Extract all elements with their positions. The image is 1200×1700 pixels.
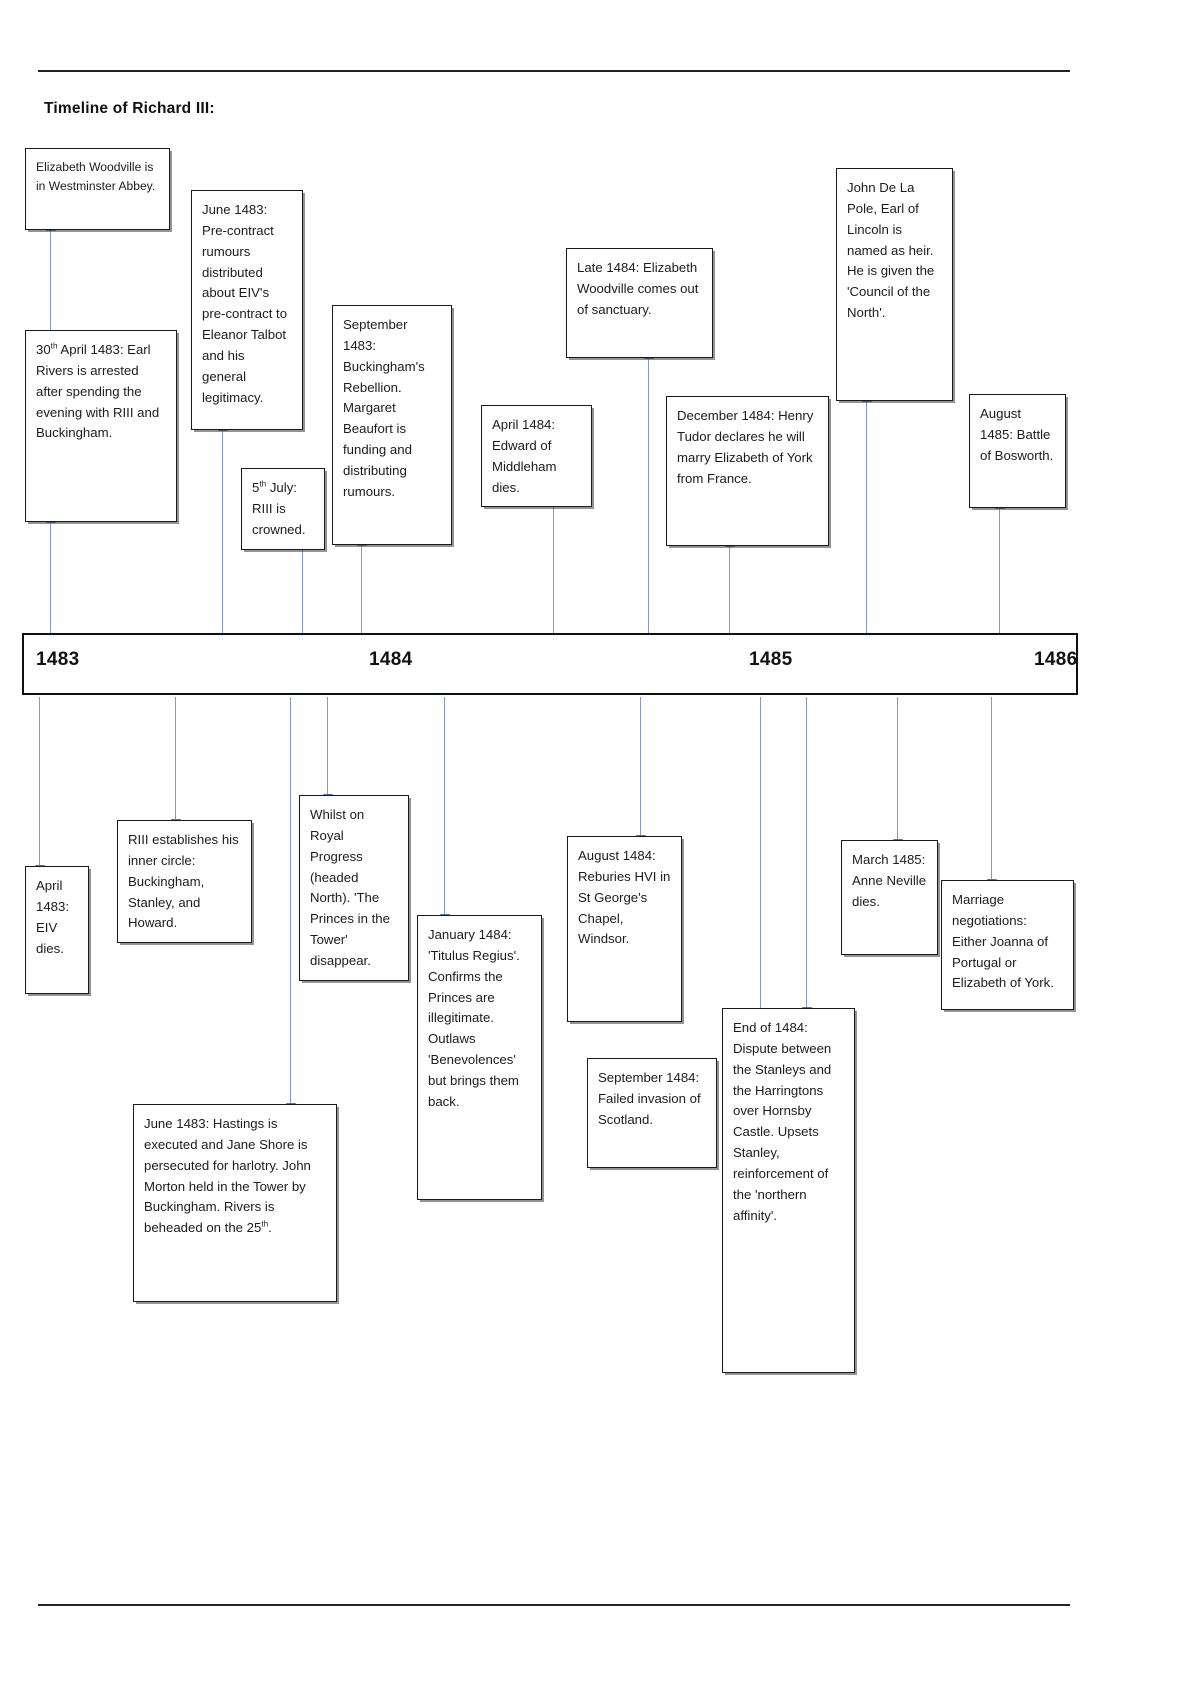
conn-hvi-reburied — [636, 697, 647, 845]
conn-failed-invasion — [756, 697, 767, 1067]
conn-edward-middleham — [549, 496, 560, 634]
conn-titulus-regius — [440, 697, 451, 924]
event-box-eiv-dies: April 1483: EIV dies. — [25, 866, 89, 994]
footer-rule — [38, 1604, 1070, 1606]
axis-year-1485: 1485 — [749, 649, 793, 670]
conn-woodville-sanctuary — [644, 349, 655, 634]
event-box-titulus-regius: January 1484: 'Titulus Regius'. Confirms… — [417, 915, 542, 1200]
conn-marriage-negotiations — [987, 697, 998, 889]
conn-princes-disappear — [323, 697, 334, 804]
conn-hastings — [286, 697, 297, 1113]
event-box-edward-of-middleham-dies: April 1484: Edward of Middleham dies. — [481, 405, 592, 508]
axis-year-1484: 1484 — [369, 649, 413, 670]
conn-pre-contract — [218, 421, 229, 634]
conn-earl-rivers — [46, 513, 57, 634]
axis-year-1486: 1486 — [1034, 649, 1078, 670]
event-box-riii-crowned: 5th July: RIII is crowned. — [241, 468, 325, 550]
conn-stanley-dispute — [802, 697, 813, 1017]
conn-john-de-la-pole — [862, 392, 873, 634]
conn-anne-neville — [893, 697, 904, 849]
page-title: Timeline of Richard III: — [44, 100, 215, 117]
conn-bosworth — [995, 499, 1006, 634]
event-box-battle-of-bosworth: August 1485: Battle of Bosworth. — [969, 394, 1066, 508]
conn-buckingham-rebellion — [357, 536, 368, 634]
event-box-john-de-la-pole-heir: John De La Pole, Earl of Lincoln is name… — [836, 168, 953, 401]
timeline-axis: 1483 1484 1485 1486 — [22, 633, 1078, 695]
event-box-riii-inner-circle: RIII establishes his inner circle: Bucki… — [117, 820, 252, 944]
conn-inner-circle — [171, 697, 182, 829]
event-box-hastings-executed: June 1483: Hastings is executed and Jane… — [133, 1104, 337, 1302]
event-box-woodville-out-of-sanctuary: Late 1484: Elizabeth Woodville comes out… — [566, 248, 713, 358]
axis-year-1483: 1483 — [36, 649, 80, 670]
event-box-hvi-reburied: August 1484: Reburies HVI in St George's… — [567, 836, 682, 1022]
event-box-elizabeth-woodville-sanctuary: Elizabeth Woodville is in Westminster Ab… — [25, 148, 170, 230]
event-box-anne-neville-dies: March 1485: Anne Neville dies. — [841, 840, 938, 955]
event-box-princes-disappear: Whilst on Royal Progress (headed North).… — [299, 795, 409, 981]
conn-elizabeth-woodville — [46, 221, 57, 330]
conn-henry-tudor — [725, 537, 736, 634]
event-box-stanley-harrington-dispute: End of 1484: Dispute between the Stanley… — [722, 1008, 855, 1373]
event-box-marriage-negotiations: Marriage negotiations: Either Joanna of … — [941, 880, 1074, 1010]
event-box-buckinghams-rebellion: September 1483: Buckingham's Rebellion. … — [332, 305, 452, 545]
event-box-failed-invasion-scotland: September 1484: Failed invasion of Scotl… — [587, 1058, 717, 1168]
header-rule — [38, 70, 1070, 72]
event-box-henry-tudor-marriage-declaration: December 1484: Henry Tudor declares he w… — [666, 396, 829, 546]
conn-riii-crowned — [298, 531, 309, 634]
event-box-pre-contract-rumours: June 1483: Pre-contract rumours distribu… — [191, 190, 303, 430]
event-box-earl-rivers-arrested: 30th April 1483: Earl Rivers is arrested… — [25, 330, 177, 522]
conn-eiv-dies — [35, 697, 46, 875]
